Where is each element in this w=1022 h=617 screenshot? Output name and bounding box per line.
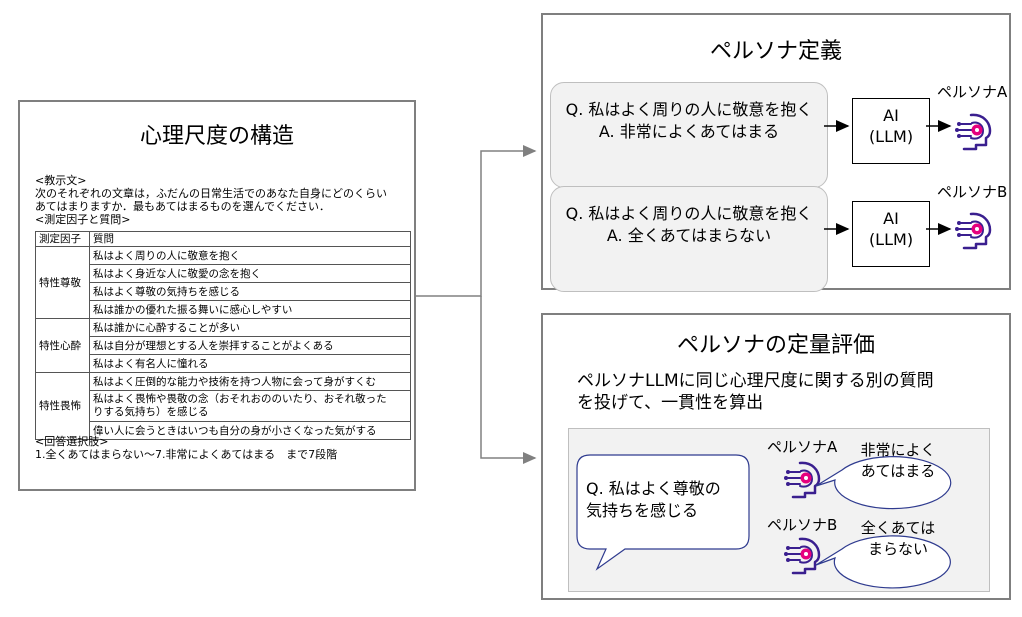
evaluation-question: Q. 私はよく尊敬の 気持ちを感じる: [586, 478, 721, 522]
ai-label: AI: [883, 209, 899, 228]
evaluation-question-line-2: 気持ちを感じる: [586, 501, 699, 520]
question-speech-bubble: [576, 454, 750, 571]
answer-header: <回答選択肢>: [35, 435, 109, 448]
brain-head-icon: [782, 537, 821, 575]
question-line: 私はよく畏怖や畏敬の念（おそれおののいたり、おそれ敬った: [93, 393, 387, 405]
persona-b-qa-box: Q. 私はよく周りの人に敬意を抱く A. 全くあてはまらない: [550, 186, 828, 292]
table-row: 私はよく身近な人に敬愛の念を抱く: [36, 264, 411, 283]
persona-a-label: ペルソナA: [937, 83, 1008, 101]
persona-a-reply-line-1: 非常によく: [860, 441, 936, 459]
persona-a-question: Q. 私はよく周りの人に敬意を抱く: [565, 100, 813, 119]
connector-to-definition: [416, 145, 537, 297]
question-line: りする気持ち）を感じる: [93, 406, 209, 418]
instruction-line-1: 次のそれぞれの文章は，ふだんの日常生活でのあなた自身にどのくらい: [35, 187, 387, 200]
brain-head-icon: [953, 212, 992, 250]
question-cell: 私は自分が理想とする人を崇拝することがよくある: [89, 336, 411, 355]
persona-b-reply-line-2: まらない: [867, 540, 928, 558]
brain-head-icon: [953, 113, 992, 151]
persona-b-reply-bubble: [815, 535, 951, 589]
question-cell: 私はよく尊敬の気持ちを感じる: [89, 282, 411, 301]
factors-header: <測定因子と質問>: [35, 213, 131, 226]
ai-llm-box-b: AI (LLM): [852, 201, 930, 267]
evaluation-persona-a-label: ペルソナA: [767, 438, 838, 456]
evaluation-question-line-1: Q. 私はよく尊敬の: [586, 479, 721, 498]
table-row: 私は自分が理想とする人を崇拝することがよくある: [36, 336, 411, 355]
question-cell: 偉い人に会うときはいつも自分の身が小さくなった気がする: [89, 421, 411, 440]
instruction-header: <教示文>: [35, 174, 87, 187]
persona-definition-title: ペルソナ定義: [709, 39, 842, 64]
evaluation-persona-b-label: ペルソナB: [767, 516, 838, 534]
ai-llm-box-a: AI (LLM): [852, 98, 930, 164]
connector-to-evaluation: [480, 296, 537, 464]
table-row: 私はよく畏怖や畏敬の念（おそれおののいたり、おそれ敬った りする気持ち）を感じる: [36, 390, 411, 422]
factor-question-table: 測定因子 質問 特性尊敬 私はよく周りの人に敬意を抱く 私はよく身近な人に敬愛の…: [35, 231, 411, 440]
factor-name: 特性畏怖: [35, 372, 90, 440]
answer-text: 1.全くあてはまらない～7.非常によくあてはまる まで7段階: [35, 448, 338, 461]
evaluation-description-line-1: ペルソナLLMに同じ心理尺度に関する別の質問: [577, 371, 934, 391]
question-cell: 私はよく身近な人に敬愛の念を抱く: [89, 264, 411, 283]
persona-evaluation-title: ペルソナの定量評価: [676, 333, 875, 358]
persona-definition-panel: ペルソナ定義 Q. 私はよく周りの人に敬意を抱く A. 非常によくあてはまる A…: [541, 13, 1011, 292]
llm-label: (LLM): [868, 230, 914, 249]
instruction-line-2: あてはまりますか．最もあてはまるものを選んでください．: [35, 200, 331, 213]
persona-a-reply: 非常によく あてはまる: [846, 440, 950, 482]
persona-a-answer: A. 非常によくあてはまる: [598, 122, 780, 141]
evaluation-description-line-2: を投げて、一貫性を算出: [577, 393, 764, 413]
persona-a-reply-bubble: [815, 456, 952, 510]
question-cell-multiline: 私はよく畏怖や畏敬の念（おそれおののいたり、おそれ敬った りする気持ち）を感じる: [89, 390, 411, 422]
ai-label: AI: [883, 106, 899, 125]
persona-a-qa-box: Q. 私はよく周りの人に敬意を抱く A. 非常によくあてはまる: [550, 82, 828, 188]
persona-b-label: ペルソナB: [937, 183, 1008, 201]
persona-a-reply-line-2: あてはまる: [860, 462, 936, 480]
persona-b-reply: 全くあては まらない: [846, 518, 950, 560]
question-cell: 私は誰かに心酔することが多い: [89, 318, 411, 337]
scale-structure-title: 心理尺度の構造: [139, 124, 294, 149]
llm-label: (LLM): [868, 127, 914, 146]
scale-structure-panel: 心理尺度の構造 <教示文> 次のそれぞれの文章は，ふだんの日常生活でのあなた自身…: [18, 100, 416, 491]
persona-b-reply-line-1: 全くあては: [860, 519, 936, 537]
persona-b-answer: A. 全くあてはまらない: [606, 226, 772, 245]
table-row: 特性尊敬 私はよく周りの人に敬意を抱く: [35, 246, 411, 319]
table-row: 偉い人に会うときはいつも自分の身が小さくなった気がする: [36, 421, 411, 440]
brain-head-icon: [782, 461, 821, 499]
persona-b-question: Q. 私はよく周りの人に敬意を抱く: [565, 204, 813, 223]
table-row: 私はよく尊敬の気持ちを感じる: [36, 282, 411, 301]
evaluation-description: ペルソナLLMに同じ心理尺度に関する別の質問 を投げて、一貫性を算出: [577, 370, 934, 414]
